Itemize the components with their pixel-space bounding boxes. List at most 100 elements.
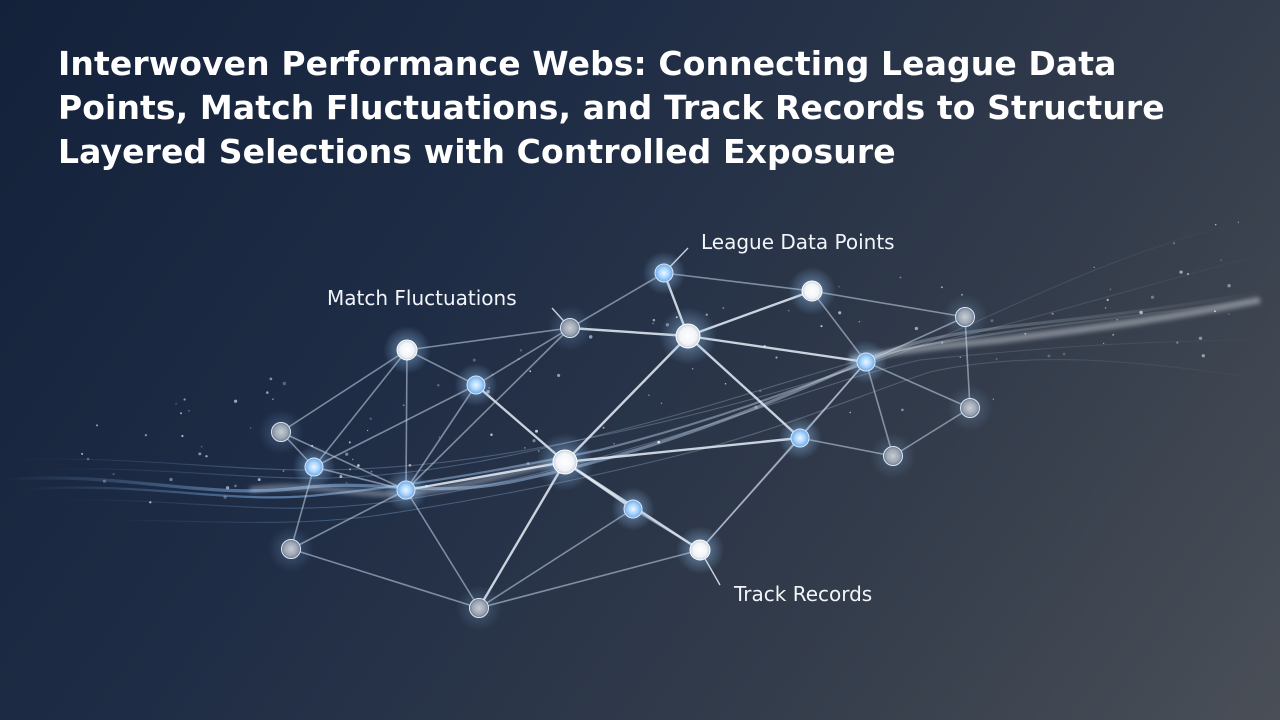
particle (112, 472, 115, 476)
particle (349, 468, 352, 471)
particle (660, 402, 663, 405)
particle (613, 442, 615, 445)
particle (1116, 319, 1118, 321)
flow-stream-2 (19, 298, 1261, 499)
particle (205, 455, 208, 458)
edge-n10-n16 (699, 361, 867, 551)
page-title: Interwoven Performance Webs: Connecting … (58, 44, 1165, 171)
particle (648, 394, 650, 397)
node-dot (689, 539, 711, 561)
node-dot (396, 339, 418, 361)
node-dot (469, 598, 489, 618)
particle (657, 440, 661, 444)
particle (366, 429, 369, 432)
particle (1220, 259, 1222, 261)
node-dot (560, 318, 580, 338)
node-n18 (870, 433, 916, 479)
particle (959, 356, 962, 358)
edge-n6-n1 (313, 384, 477, 468)
edge-n5-n7 (406, 327, 571, 351)
node-dot (654, 263, 674, 283)
edge-n12-n11 (478, 508, 634, 609)
flow-stream-4 (59, 339, 1271, 509)
node-dot (675, 323, 701, 349)
particle (526, 461, 530, 465)
particle (1106, 298, 1109, 302)
particle (188, 410, 190, 412)
particle (169, 477, 173, 482)
particle (557, 373, 561, 377)
node-n9 (536, 433, 594, 491)
particle (529, 370, 532, 373)
particle (257, 478, 261, 482)
node-n15 (788, 267, 836, 315)
particle (234, 484, 237, 488)
particle (787, 309, 790, 312)
node-n3 (384, 468, 428, 512)
particle (1201, 354, 1205, 358)
edge-n3-n11 (405, 489, 480, 609)
node-dot (304, 457, 324, 477)
node-n12 (611, 487, 655, 531)
particle (1198, 336, 1203, 341)
particle (437, 384, 440, 387)
particle (1102, 342, 1105, 345)
particle (1176, 341, 1179, 344)
network-edges (280, 272, 971, 609)
node-dot (466, 375, 486, 395)
particle (175, 402, 177, 405)
node-n7 (547, 305, 593, 351)
particle (183, 398, 186, 401)
particle (223, 495, 227, 499)
particle (754, 405, 758, 409)
edge-n9-n13 (564, 436, 801, 464)
node-n2 (258, 409, 304, 455)
node-dot (960, 398, 980, 418)
particle (198, 452, 202, 456)
particle (181, 434, 184, 438)
node-n17 (942, 294, 988, 340)
particle (200, 445, 203, 448)
network-nodes (258, 251, 993, 631)
particle (438, 436, 441, 438)
label-league-data-points: League Data Points (701, 230, 895, 254)
edge-n2-n5 (280, 349, 408, 433)
particle (269, 377, 273, 381)
particle (86, 457, 90, 461)
node-n4 (268, 526, 314, 572)
node-n6 (454, 363, 498, 407)
particle (348, 441, 351, 444)
particle (265, 391, 269, 394)
node-dot (396, 480, 416, 500)
node-dot (271, 422, 291, 442)
particle (272, 398, 274, 401)
particle (1227, 284, 1231, 288)
particle (1139, 310, 1143, 315)
particle (1109, 288, 1112, 291)
particle (722, 307, 725, 309)
particle (225, 486, 230, 490)
edge-n2-n3 (280, 431, 407, 491)
particle (691, 367, 694, 370)
particle (838, 286, 840, 288)
particle (1024, 332, 1027, 335)
node-n19 (947, 385, 993, 431)
edge-n1-n5 (313, 349, 408, 468)
particle (1228, 313, 1230, 315)
particle (995, 358, 998, 360)
particle (369, 417, 372, 420)
node-dot (281, 539, 301, 559)
node-dot (801, 280, 823, 302)
particle (370, 470, 373, 473)
particle (849, 411, 851, 414)
particle (1237, 221, 1240, 223)
particle (652, 322, 655, 325)
node-n1 (292, 445, 336, 489)
edge-n4-n11 (290, 548, 480, 609)
particle (179, 412, 183, 415)
particle (901, 408, 904, 412)
particle (820, 325, 823, 328)
particle (357, 464, 360, 467)
particle (81, 452, 84, 455)
